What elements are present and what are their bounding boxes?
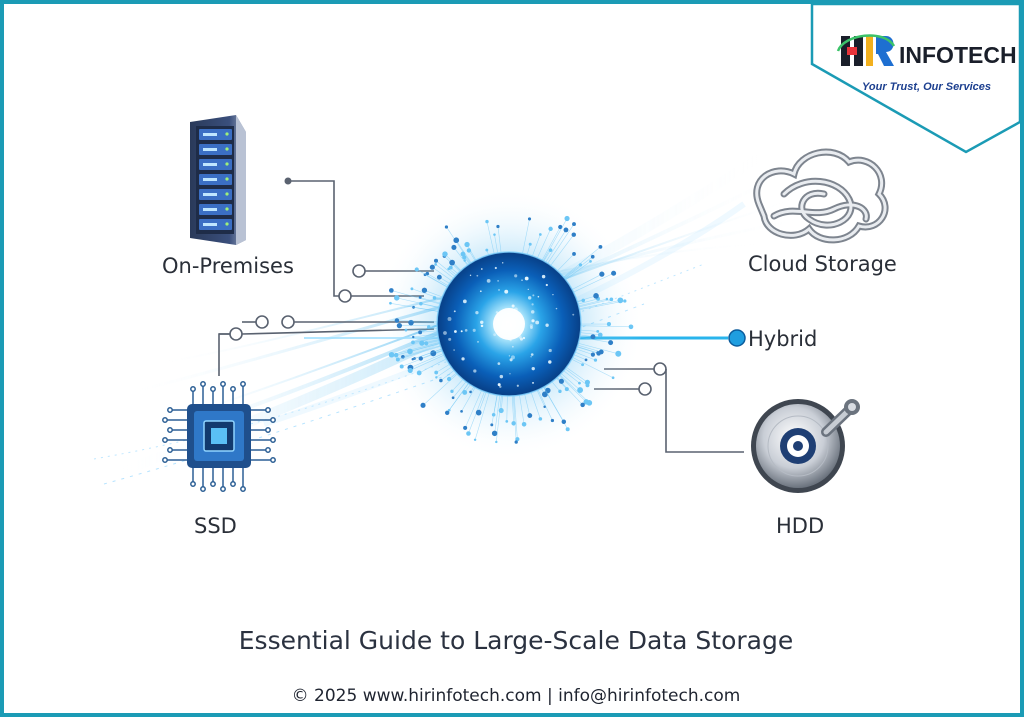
diagram-canvas <box>93 4 1020 493</box>
logo-wordmark: INFOTECH <box>899 42 1017 68</box>
node-label-hdd: HDD <box>776 514 825 538</box>
node-label-ssd: SSD <box>194 514 237 538</box>
server-rack-icon <box>190 115 246 245</box>
logo-mark-icon <box>836 34 896 66</box>
cloud-knot-icon <box>753 148 889 244</box>
logo-tagline: Your Trust, Our Services <box>862 81 991 93</box>
node-label-cloud-storage: Cloud Storage <box>748 252 897 276</box>
diagram-title: Essential Guide to Large-Scale Data Stor… <box>238 626 794 655</box>
brand-panel <box>810 4 1020 154</box>
data-orb <box>374 189 644 459</box>
footer-contact: © 2025 www.hirinfotech.com | info@hirinf… <box>291 686 741 706</box>
node-label-hybrid: Hybrid <box>748 327 818 351</box>
disk-icon <box>751 399 860 493</box>
hybrid-dot-icon <box>728 329 746 347</box>
node-label-on-premises: On-Premises <box>162 254 294 278</box>
chip-icon <box>162 381 276 492</box>
